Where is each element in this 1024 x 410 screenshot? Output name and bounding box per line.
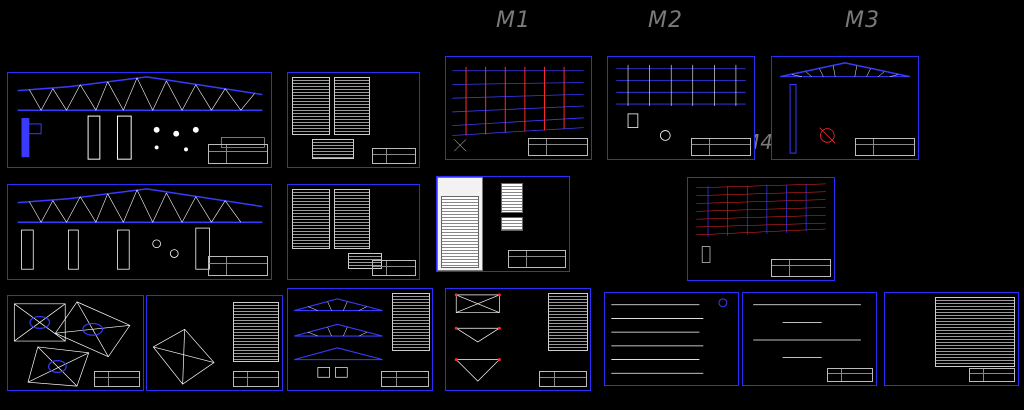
schedule-table — [392, 293, 430, 351]
specification-table — [501, 183, 523, 213]
title-block — [969, 368, 1015, 382]
schedule-table — [292, 189, 330, 249]
sheet-m1-framing[interactable] — [445, 56, 592, 160]
title-block — [208, 256, 268, 276]
sheet-specification[interactable] — [436, 176, 570, 272]
title-block — [771, 259, 831, 277]
title-block — [827, 368, 873, 382]
schedule-table — [348, 253, 382, 269]
title-block — [528, 138, 588, 156]
title-block — [94, 371, 140, 387]
sheet-trusses-3[interactable] — [287, 288, 433, 391]
title-block — [381, 371, 429, 387]
truss-elevation-drawing — [17, 76, 265, 160]
title-block — [508, 250, 566, 268]
schedule-table — [548, 293, 588, 351]
title-block — [233, 371, 279, 387]
framing-plan-drawing — [452, 66, 584, 152]
schedule-table — [233, 302, 279, 362]
label-m3: M3 — [845, 8, 880, 33]
title-block — [855, 138, 915, 156]
title-block — [208, 144, 268, 164]
schedule-table — [292, 77, 330, 135]
truss-details-drawing — [294, 298, 383, 378]
label-m2: M2 — [648, 8, 683, 33]
bracing-drawing — [13, 301, 131, 387]
specification-table — [441, 196, 479, 268]
member-details-drawing — [611, 298, 728, 374]
title-block — [691, 138, 751, 156]
truss-elevation-drawing — [17, 188, 263, 270]
bracing-drawing — [152, 328, 215, 385]
sheet-truss-1[interactable] — [7, 72, 272, 168]
sheet-m4-elevation[interactable] — [687, 177, 835, 281]
specification-table — [501, 217, 523, 231]
framing-plan-drawing — [616, 64, 746, 141]
sheet-members-1[interactable] — [604, 292, 739, 386]
sheet-truss-2[interactable] — [7, 184, 272, 280]
sheet-members-2[interactable] — [742, 292, 877, 386]
title-block — [372, 260, 416, 276]
sheet-m3-section[interactable] — [771, 56, 919, 160]
sheet-schedule-2[interactable] — [287, 184, 420, 280]
title-block — [539, 371, 587, 387]
wall-elevation-drawing — [696, 183, 826, 263]
sheet-schedule-1[interactable] — [287, 72, 420, 168]
specification-page — [437, 177, 483, 271]
member-details-drawing — [753, 304, 861, 358]
sheet-schedule-3[interactable] — [884, 292, 1019, 386]
section-drawing — [780, 62, 910, 154]
schedule-table — [935, 297, 1015, 367]
truss-details-drawing — [454, 293, 501, 382]
sheet-bracing-1[interactable] — [7, 295, 144, 391]
title-block — [372, 148, 416, 164]
sheet-bracing-2[interactable] — [146, 295, 283, 391]
schedule-table — [312, 139, 354, 159]
label-m1: M1 — [496, 8, 531, 33]
schedule-table — [334, 77, 370, 135]
sheet-trusses-4[interactable] — [445, 288, 591, 391]
sheet-m2-framing[interactable] — [607, 56, 755, 160]
schedule-table — [334, 189, 370, 249]
